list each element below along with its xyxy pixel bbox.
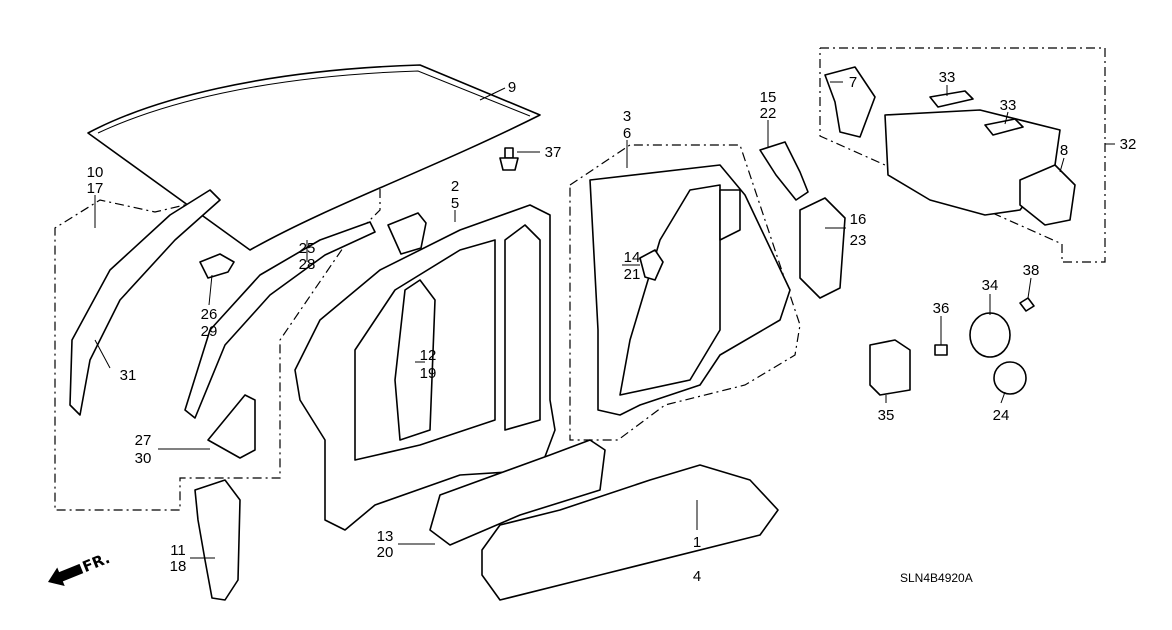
bracket-26 [199,253,235,279]
callout-29: 29 [201,323,218,340]
patch-33b [984,118,1024,136]
callout-19: 19 [420,365,437,382]
callout-11: 11 [170,542,186,559]
callout-10: 10 [87,164,104,181]
callout-14: 14 [624,249,641,266]
callout-13: 13 [377,528,394,545]
callout-34: 34 [982,277,999,294]
callout-16: 16 [850,211,867,228]
group-box-10-17 [54,184,381,511]
bracket-14 [639,249,664,281]
callout-4: 4 [693,568,701,585]
callout-31: 31 [120,367,137,384]
rail-25 [184,221,376,419]
callout-28: 28 [299,256,316,273]
panel-16 [799,197,846,299]
callout-36: 36 [933,300,950,317]
screw-38 [1019,297,1035,312]
bolt-37 [499,147,519,171]
callout-33-a: 33 [939,69,956,86]
group-box-3-6 [569,144,801,441]
bracket-7 [824,66,876,138]
front-direction-arrow: FR. [48,549,113,587]
callout-23: 23 [850,232,867,249]
callout-37: 37 [545,144,562,161]
cap-24 [993,361,1027,395]
callout-38: 38 [1023,262,1040,279]
callout-33-b: 33 [1000,97,1017,114]
group-box-32 [819,47,1106,263]
callout-5: 5 [451,195,459,212]
pillar-11 [194,479,241,601]
bracket-2-top [387,212,427,255]
callout-9: 9 [508,79,516,96]
callout-18: 18 [170,558,187,575]
diagram-code: SLN4B4920A [900,571,973,585]
leader-lines [94,81,1115,559]
callout-2: 2 [451,178,459,195]
callout-15: 15 [760,89,777,106]
callout-32: 32 [1120,136,1137,153]
callout-27: 27 [135,432,152,449]
callout-17: 17 [87,180,104,197]
part-35 [869,339,911,396]
patch-33a [929,90,974,108]
callout-22: 22 [760,105,777,122]
callout-30: 30 [135,450,152,467]
callout-21: 21 [624,266,641,283]
callout-1: 1 [693,534,701,551]
pillar-12 [394,279,436,441]
front-label: FR. [80,549,113,576]
bracket-8 [1019,164,1076,226]
arrow-left-icon [48,563,84,587]
callout-6: 6 [623,125,631,142]
callout-20: 20 [377,544,394,561]
sill-outer [481,464,779,601]
roof-side-rail [69,189,221,416]
callout-35: 35 [878,407,895,424]
callout-7: 7 [849,74,857,91]
callout-8: 8 [1060,142,1068,159]
gusset-27 [207,394,256,459]
callout-12: 12 [420,347,437,364]
callout-3: 3 [623,108,631,125]
callout-26: 26 [201,306,218,323]
bracket-15 [759,141,809,201]
clip-36 [934,344,948,356]
callout-24: 24 [993,407,1010,424]
sill-inner [429,439,606,546]
fuel-lid-34 [969,312,1011,358]
callout-25: 25 [299,240,316,257]
